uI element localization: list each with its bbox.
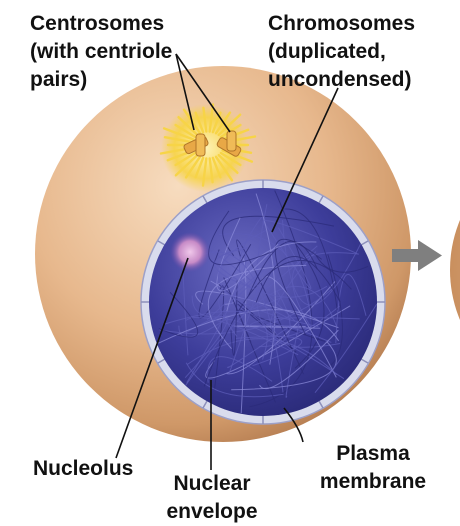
chromatin-fiber xyxy=(208,210,273,266)
centrosomes-label: Centrosomes (with centriole pairs) xyxy=(30,10,172,94)
chromatin-fiber xyxy=(218,294,291,337)
chromatin-fiber xyxy=(223,277,276,403)
plasma-membrane-label: Plasma membrane xyxy=(308,440,438,496)
chromatin-fiber xyxy=(214,247,258,291)
chromatin-fiber xyxy=(231,341,337,391)
chromatin-fiber xyxy=(315,255,369,273)
aster-ray xyxy=(201,157,208,187)
chromatin-fiber xyxy=(205,305,351,379)
chromatin-fiber xyxy=(259,329,339,390)
nuclear-envelope-label-line-2: envelope xyxy=(166,500,258,523)
chromatin-fiber xyxy=(327,254,343,366)
chromatin-fiber xyxy=(191,295,284,318)
centrosome-leader-right xyxy=(175,53,231,133)
aster-ray xyxy=(174,153,199,177)
nucleolus xyxy=(170,232,210,272)
chromatin-fiber xyxy=(158,309,340,344)
centrosomes xyxy=(159,103,257,192)
chromatin-fiber xyxy=(216,318,345,380)
aster-ray xyxy=(184,155,202,179)
chromatin-fiber xyxy=(207,356,273,383)
aster-ray xyxy=(217,153,239,175)
chromatin-fiber xyxy=(236,239,304,375)
chromatin-fiber xyxy=(184,315,228,379)
centrosomes-label-line-1: Centrosomes xyxy=(30,12,165,35)
chromatin-fiber xyxy=(185,286,338,386)
chromatin-fiber xyxy=(248,240,318,296)
leader-lines xyxy=(115,53,339,470)
chromatin-fibers xyxy=(158,190,377,414)
aster-ray xyxy=(214,155,234,182)
plasma-membrane-label-line-1: Plasma xyxy=(336,442,410,465)
chromatin-fiber xyxy=(203,260,352,387)
nucleolus-label: Nucleolus xyxy=(33,455,133,483)
aster-ray xyxy=(217,113,242,137)
chromatin-fiber xyxy=(216,217,279,292)
nucleolus-leader xyxy=(115,257,189,459)
chromatin-fiber xyxy=(255,256,341,303)
aster-ray xyxy=(177,115,199,137)
centriole-pair-left xyxy=(183,133,209,157)
aster-ray xyxy=(219,151,242,167)
chromatin-fiber xyxy=(158,291,198,338)
centriole-pair-right xyxy=(216,130,242,157)
nuclear-envelope-label-line-1: Nuclear xyxy=(173,472,251,495)
aster-ray xyxy=(194,111,205,134)
chromatin-fiber xyxy=(159,286,336,335)
aster-ray xyxy=(163,135,194,144)
aster-ray xyxy=(208,157,214,184)
aster-ray xyxy=(174,123,197,139)
chromatin-fiber xyxy=(227,325,291,369)
centrosome-leader-left xyxy=(175,53,195,131)
chromatin-fiber xyxy=(255,193,276,365)
chromatin-fiber xyxy=(249,190,313,408)
chromatin-fiber xyxy=(262,220,312,289)
chromatin-fiber xyxy=(262,220,358,255)
aster-ray xyxy=(174,151,197,167)
nuclear-envelope-label: Nuclear envelope xyxy=(157,470,267,526)
plasma-membrane-label-line-2: membrane xyxy=(319,470,427,493)
centrosomes-label-line-2: (with centriole xyxy=(30,40,173,63)
chromatin-fiber xyxy=(285,323,300,398)
next-cell-edge xyxy=(450,220,460,320)
aster-ray xyxy=(194,156,205,179)
chromatin-fiber xyxy=(211,259,328,298)
chromatin-fiber xyxy=(185,317,299,356)
chromosomes-label-line-3: uncondensed) xyxy=(268,68,412,91)
chromatin-fiber xyxy=(230,280,238,356)
chromosomes-label: Chromosomes (duplicated, uncondensed) xyxy=(268,10,415,94)
plasma-membrane-leader xyxy=(283,407,304,443)
aster-ray xyxy=(211,156,222,179)
chromosomes-leader xyxy=(271,87,339,233)
chromatin-fiber xyxy=(284,208,338,310)
chromatin-fiber xyxy=(185,362,284,398)
nucleolus-label-text: Nucleolus xyxy=(33,457,134,480)
chromatin-fiber xyxy=(248,317,360,327)
chromosomes-label-line-2: (duplicated, xyxy=(268,40,386,63)
chromatin-fiber xyxy=(218,229,319,328)
chromatin-fiber xyxy=(164,310,268,360)
aster-ray xyxy=(202,106,208,133)
next-stage-arrow-icon xyxy=(392,240,442,271)
chromatin-fiber xyxy=(228,282,261,375)
chromatin-fiber xyxy=(195,290,339,329)
chromatin-fiber xyxy=(258,290,291,348)
aster-ray xyxy=(162,127,195,141)
chromatin-fiber xyxy=(314,303,377,394)
centrosomes-label-line-3: pairs) xyxy=(30,68,88,91)
chromosomes-label-line-1: Chromosomes xyxy=(268,12,416,35)
aster-ray xyxy=(208,103,215,133)
chromatin-fiber xyxy=(222,215,334,257)
